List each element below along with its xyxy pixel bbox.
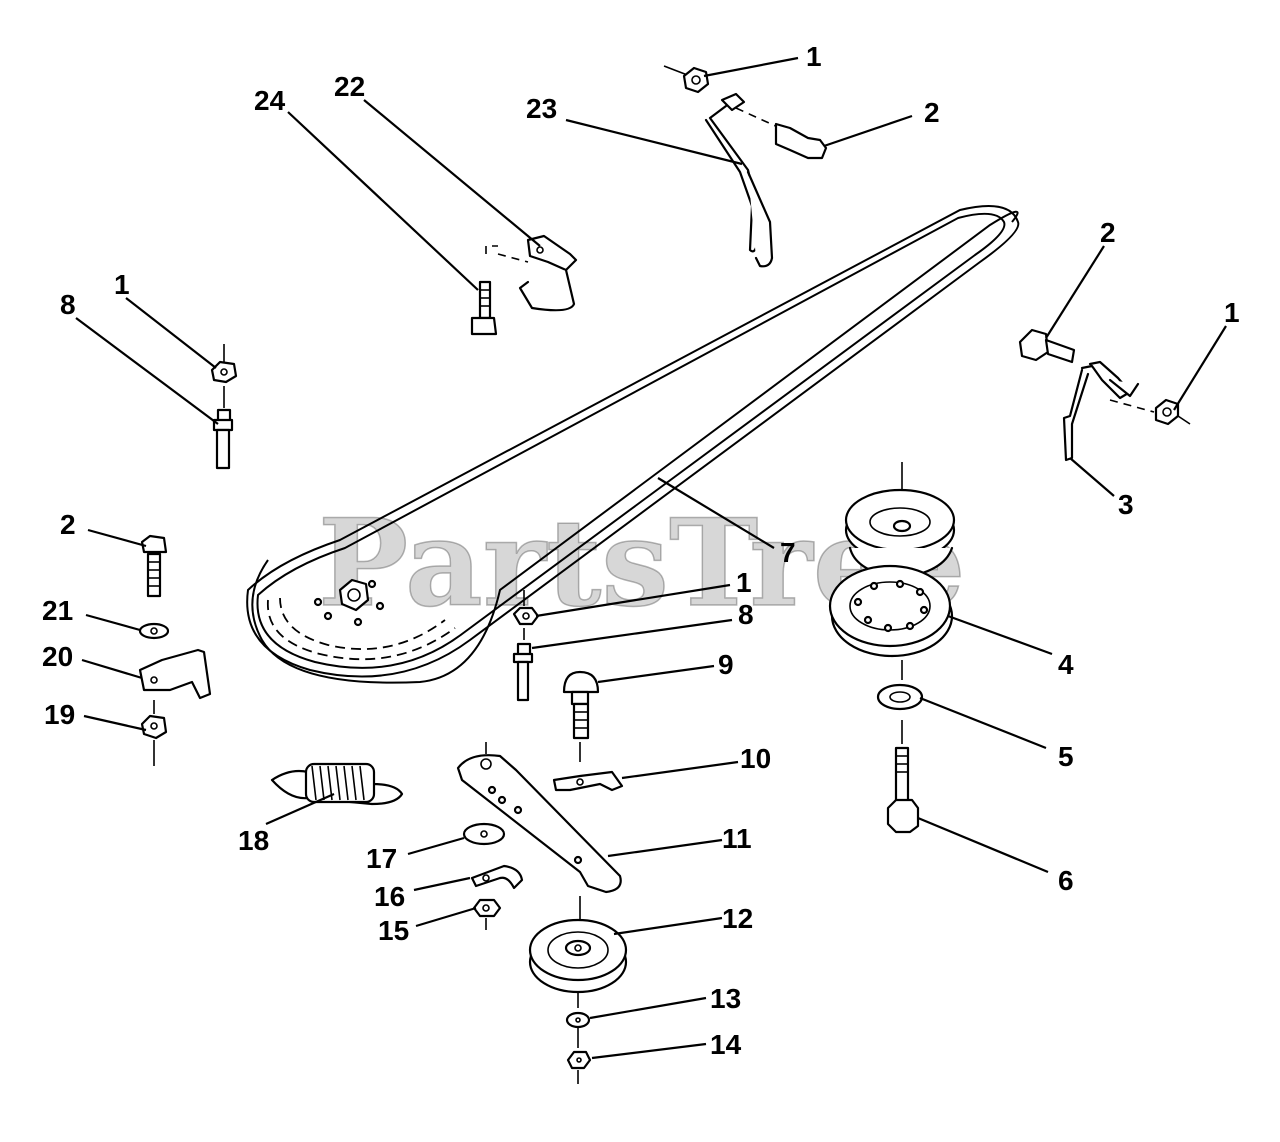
belt-guide-23[interactable] — [663, 65, 828, 268]
nut-15[interactable] — [472, 898, 502, 930]
clip-16[interactable] — [470, 864, 524, 890]
left-bracket-assembly[interactable] — [138, 534, 212, 766]
callout-2[interactable]: 2 — [924, 97, 940, 128]
washer-17[interactable] — [462, 822, 506, 846]
callout-22[interactable]: 22 — [334, 71, 365, 102]
callout-16[interactable]: 16 — [374, 881, 405, 912]
callout-8[interactable]: 8 — [60, 289, 76, 320]
washer-5 — [876, 683, 924, 711]
stud-8-left[interactable] — [210, 344, 238, 470]
nut-1a — [682, 66, 710, 94]
idler-arm-11[interactable] — [456, 742, 624, 894]
washer-21 — [138, 622, 170, 640]
carriage-bolt-9[interactable] — [562, 670, 600, 762]
callout-2[interactable]: 2 — [1100, 217, 1116, 248]
bracket-10 — [552, 770, 624, 792]
callout-2[interactable]: 2 — [60, 509, 76, 540]
callout-10[interactable]: 10 — [740, 743, 771, 774]
callout-5[interactable]: 5 — [1058, 741, 1074, 772]
callout-15[interactable]: 15 — [378, 915, 409, 946]
spring-18[interactable] — [270, 762, 404, 806]
drive-pulley-hub — [313, 578, 385, 627]
callout-1[interactable]: 1 — [736, 567, 752, 598]
callout-18[interactable]: 18 — [238, 825, 269, 856]
callout-23[interactable]: 23 — [526, 93, 557, 124]
belt-guide-22[interactable] — [470, 234, 578, 336]
callout-4[interactable]: 4 — [1058, 649, 1074, 680]
callout-1[interactable]: 1 — [1224, 297, 1240, 328]
callout-17[interactable]: 17 — [366, 843, 397, 874]
callout-19[interactable]: 19 — [44, 699, 75, 730]
callout-6[interactable]: 6 — [1058, 865, 1074, 896]
callout-labels: 1 2 23 24 22 2 1 1 8 3 2 7 21 1 8 20 4 9… — [42, 41, 1240, 1060]
pulley-4[interactable] — [828, 462, 956, 834]
idler-pulley-12[interactable] — [528, 896, 628, 1008]
bolt-2b — [140, 534, 168, 554]
bracket-20 — [138, 648, 212, 700]
nut-14[interactable] — [566, 1050, 592, 1084]
bracket-3[interactable] — [1018, 328, 1191, 462]
callout-24[interactable]: 24 — [254, 85, 286, 116]
drive-belt[interactable] — [246, 205, 1020, 684]
nut-19 — [140, 714, 168, 740]
callout-9[interactable]: 9 — [718, 649, 734, 680]
callout-11[interactable]: 11 — [722, 823, 752, 854]
callout-8[interactable]: 8 — [738, 599, 754, 630]
callout-1[interactable]: 1 — [114, 269, 130, 300]
callout-1[interactable]: 1 — [806, 41, 822, 72]
bolt-2a — [774, 122, 828, 160]
stud-8-center[interactable] — [512, 590, 540, 702]
callout-20[interactable]: 20 — [42, 641, 73, 672]
callout-21[interactable]: 21 — [42, 595, 73, 626]
callout-14[interactable]: 14 — [710, 1029, 742, 1060]
leader-lines — [75, 56, 1227, 1060]
washer-13[interactable] — [565, 1011, 591, 1048]
callout-7[interactable]: 7 — [780, 537, 796, 568]
callout-3[interactable]: 3 — [1118, 489, 1134, 520]
callout-13[interactable]: 13 — [710, 983, 741, 1014]
callout-12[interactable]: 12 — [722, 903, 753, 934]
nut-1c — [1154, 398, 1180, 426]
bolt-2c — [1018, 328, 1050, 362]
